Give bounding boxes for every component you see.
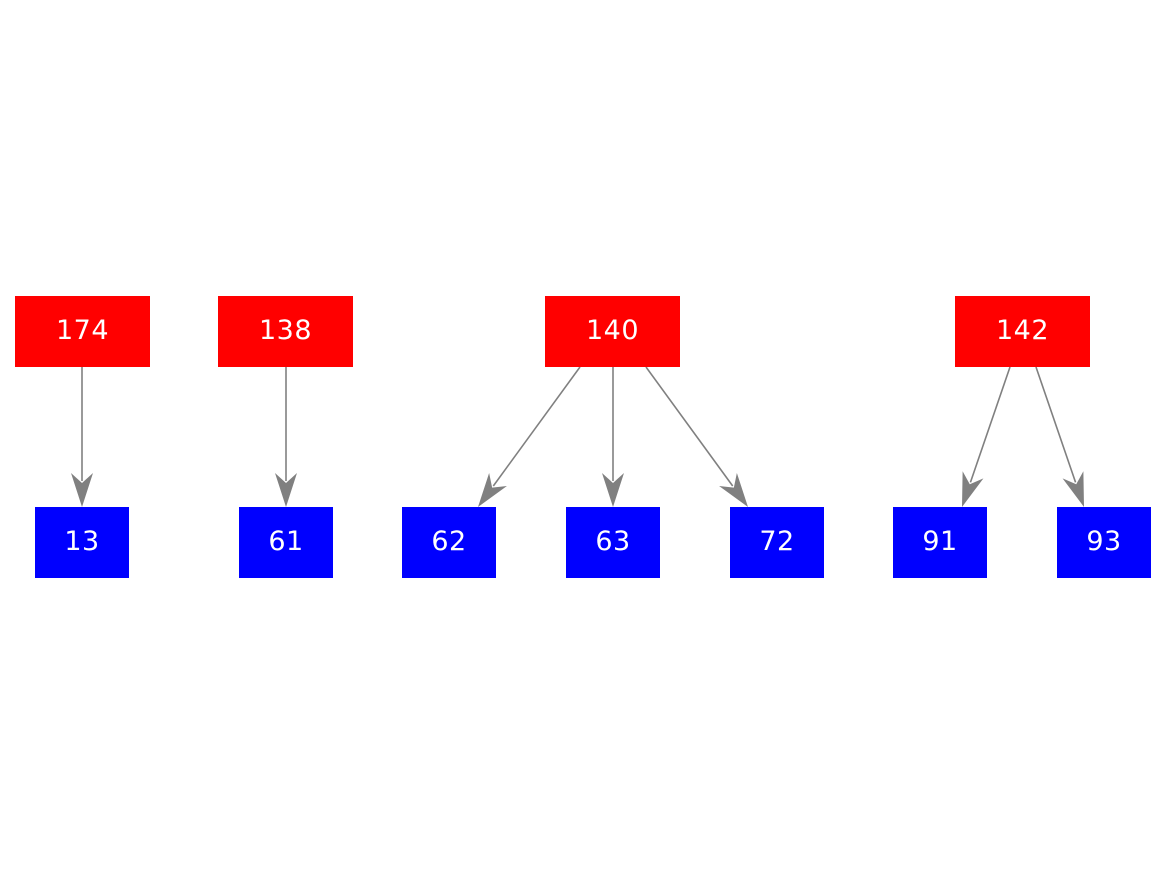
arrowhead-icon bbox=[962, 471, 984, 507]
graph-edge-n140-to-n72 bbox=[645, 366, 748, 507]
graph-edge-n140-to-n63 bbox=[602, 367, 624, 507]
graph-node-93[interactable]: 93 bbox=[1057, 507, 1151, 578]
graph-node-label: 174 bbox=[55, 315, 110, 346]
graph-node-63[interactable]: 63 bbox=[566, 507, 660, 578]
graph-node-label: 72 bbox=[759, 526, 795, 557]
arrowhead-icon bbox=[478, 473, 507, 507]
graph-node-label: 140 bbox=[585, 315, 640, 346]
graph-edge-n174-to-n13 bbox=[71, 367, 93, 507]
graph-node-13[interactable]: 13 bbox=[35, 507, 129, 578]
graph-node-140[interactable]: 140 bbox=[545, 296, 680, 367]
graph-node-label: 13 bbox=[64, 526, 100, 557]
graph-node-label: 93 bbox=[1086, 526, 1122, 557]
graph-edge-n142-to-n93 bbox=[1035, 366, 1084, 507]
edge-line bbox=[1035, 366, 1077, 483]
graph-node-label: 138 bbox=[258, 315, 313, 346]
graph-node-91[interactable]: 91 bbox=[893, 507, 987, 578]
graph-edge-n138-to-n61 bbox=[275, 367, 297, 507]
arrowhead-icon bbox=[602, 473, 624, 507]
graph-node-142[interactable]: 142 bbox=[955, 296, 1090, 367]
arrowhead-icon bbox=[1062, 471, 1084, 507]
graph-node-72[interactable]: 72 bbox=[730, 507, 824, 578]
arrowhead-icon bbox=[275, 473, 297, 507]
edge-line bbox=[969, 366, 1011, 483]
graph-node-label: 91 bbox=[922, 526, 958, 557]
graph-node-label: 142 bbox=[995, 315, 1050, 346]
graph-node-174[interactable]: 174 bbox=[15, 296, 150, 367]
arrowhead-icon bbox=[719, 473, 748, 507]
graph-node-61[interactable]: 61 bbox=[239, 507, 333, 578]
graph-edge-n142-to-n91 bbox=[962, 366, 1011, 507]
graph-node-label: 62 bbox=[431, 526, 467, 557]
arrowhead-icon bbox=[71, 473, 93, 507]
graph-edge-n140-to-n62 bbox=[478, 366, 581, 507]
edge-line bbox=[492, 366, 581, 487]
graph-node-label: 61 bbox=[268, 526, 304, 557]
edge-line bbox=[645, 366, 734, 487]
graph-node-138[interactable]: 138 bbox=[218, 296, 353, 367]
graph-node-label: 63 bbox=[595, 526, 631, 557]
graph-node-62[interactable]: 62 bbox=[402, 507, 496, 578]
